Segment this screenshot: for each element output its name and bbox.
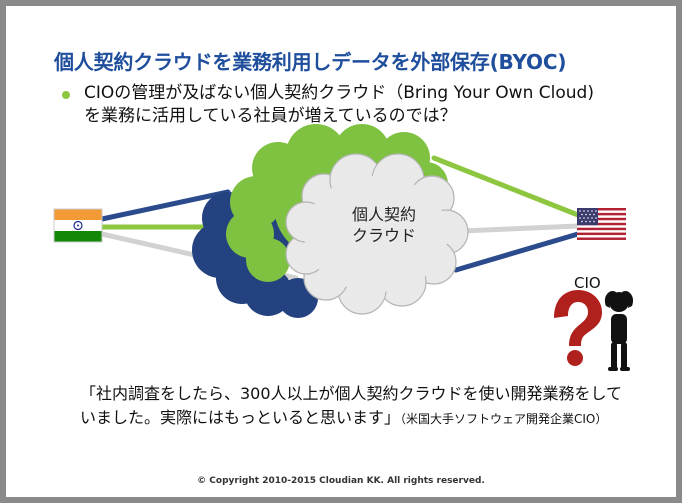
cloud-label-line-1: 個人契約: [351, 205, 416, 224]
bullet-line-2: を業務に活用している社員が増えているのでは？: [84, 106, 457, 126]
bullet-point: CIOの管理が及ばない個人契約クラウド（Bring Your Own Cloud…: [62, 82, 662, 128]
worried-person-icon: [604, 290, 634, 371]
cio-label: CIO: [574, 274, 601, 292]
slide-title: 個人契約クラウドを業務利用しデータを外部保存(BYOC): [54, 50, 567, 74]
bullet-dot-icon: [62, 91, 70, 99]
cloud-label: 個人契約 クラウド: [324, 204, 444, 246]
bullet-line-1: CIOの管理が及ばない個人契約クラウド（Bring Your Own Cloud…: [84, 83, 594, 103]
quote-source: （米国大手ソフトウェア開発企業CIO）: [400, 412, 608, 426]
quote-line-1: 「社内調査をしたら、300人以上が個人契約クラウドを使い開発業務をして: [80, 384, 623, 403]
quote: 「社内調査をしたら、300人以上が個人契約クラウドを使い開発業務をして いました…: [80, 382, 640, 431]
copyright-footer: © Copyright 2010-2015 Cloudian KK. All r…: [197, 476, 485, 486]
india-flag-icon: [53, 208, 103, 243]
slide: 個人契約クラウドを業務利用しデータを外部保存(BYOC) CIOの管理が及ばない…: [6, 6, 676, 497]
bullet-text: CIOの管理が及ばない個人契約クラウド（Bring Your Own Cloud…: [84, 82, 594, 128]
question-mark-icon: [554, 290, 602, 366]
line-usa-blue: [453, 231, 581, 273]
line-usa-green: [431, 155, 581, 218]
usa-flag-icon: [577, 208, 626, 240]
byoc-diagram: [53, 124, 634, 371]
quote-line-2: いました。実際にはもっといると思います」（米国大手ソフトウェア開発企業CIO）: [80, 406, 640, 431]
line-india-blue: [99, 189, 231, 222]
gray-cloud-fill: [304, 176, 448, 292]
cloud-label-line-2: クラウド: [351, 226, 416, 245]
quote-line-2-main: いました。実際にはもっといると思います」: [80, 408, 401, 427]
